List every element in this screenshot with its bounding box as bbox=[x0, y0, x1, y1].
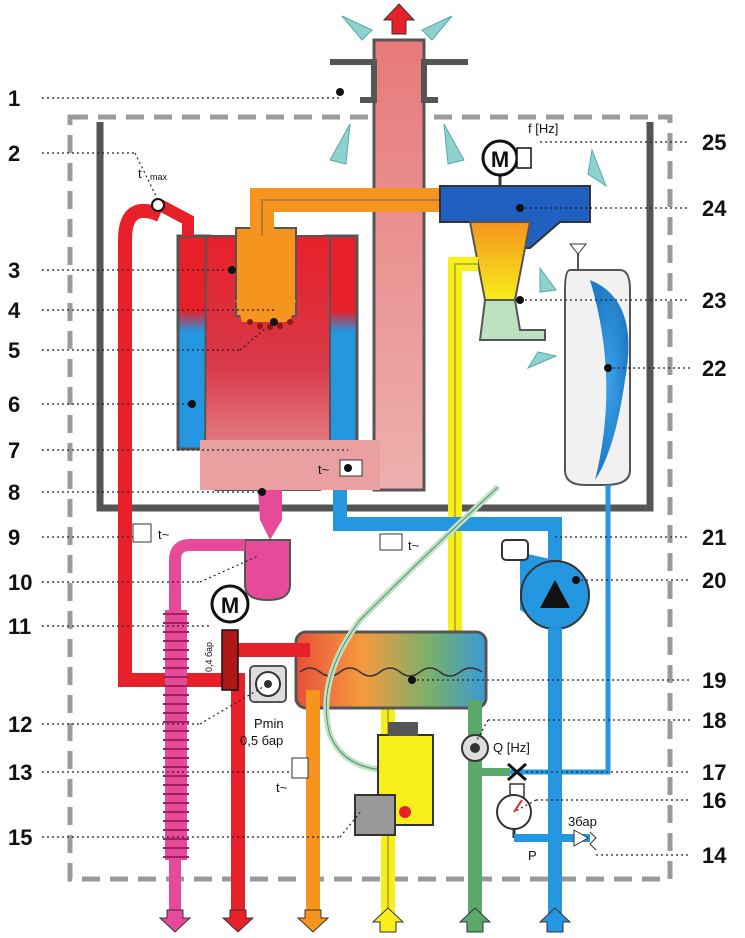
callout-2: 2 bbox=[8, 141, 20, 166]
temp-label-13: t~ bbox=[276, 780, 288, 795]
diverter-valve-motor: M 0,4 бар bbox=[204, 584, 250, 691]
pressure-04-label: 0,4 бар bbox=[204, 642, 214, 672]
callout-17: 17 bbox=[702, 760, 726, 785]
cold-in-arrow bbox=[458, 907, 492, 933]
callout-12: 12 bbox=[8, 712, 32, 737]
gas-in-arrow bbox=[371, 907, 405, 933]
callout-6: 6 bbox=[8, 392, 20, 417]
pressure-switch: Pmin 0,5 бар bbox=[240, 665, 287, 748]
safety-valve: 3бар bbox=[562, 814, 597, 851]
gas-valve bbox=[354, 722, 434, 836]
temp-sensor-21: t~ bbox=[379, 533, 420, 553]
primary-return-pipe bbox=[333, 490, 562, 580]
flow-sensor: Q [Hz] bbox=[461, 734, 530, 762]
temp-sensor-13: t~ bbox=[276, 757, 309, 795]
callout-8: 8 bbox=[8, 480, 20, 505]
condensate-out-arrow bbox=[158, 909, 192, 933]
diverter-motor-label: M bbox=[221, 593, 239, 618]
callout-20: 20 bbox=[702, 568, 726, 593]
hot-flow-pipe bbox=[118, 204, 245, 915]
bottom-flow-arrows bbox=[158, 3, 572, 933]
pmin-label: Pmin bbox=[254, 716, 284, 731]
pmin-value: 0,5 бар bbox=[240, 733, 283, 748]
callout-10: 10 bbox=[8, 570, 32, 595]
temp-label-21: t~ bbox=[408, 538, 420, 553]
callout-5: 5 bbox=[8, 338, 20, 363]
condensate-trap bbox=[169, 490, 291, 915]
callout-16: 16 bbox=[702, 788, 726, 813]
callout-22: 22 bbox=[702, 356, 726, 381]
temp-label-9: t~ bbox=[158, 527, 170, 542]
condensate-hose bbox=[163, 610, 189, 860]
callout-1: 1 bbox=[8, 86, 20, 111]
callout-23: 23 bbox=[702, 288, 726, 313]
callout-13: 13 bbox=[8, 760, 32, 785]
callout-19: 19 bbox=[702, 668, 726, 693]
temp-sensor-9: t~ bbox=[132, 523, 170, 543]
callout-18: 18 bbox=[702, 708, 726, 733]
callout-3: 3 bbox=[8, 258, 20, 283]
hot-flow-top bbox=[157, 199, 194, 236]
callout-21: 21 bbox=[702, 525, 726, 550]
air-flow-arrows bbox=[329, 15, 608, 370]
gauge-label: P bbox=[528, 848, 537, 863]
callout-7: 7 bbox=[8, 438, 20, 463]
callout-4: 4 bbox=[8, 298, 21, 323]
callout-11: 11 bbox=[8, 614, 31, 639]
fan-blower bbox=[439, 175, 591, 341]
casing-dashed-outline bbox=[67, 114, 673, 882]
sealed-chamber-wall bbox=[96, 122, 654, 512]
mixture-pipe bbox=[250, 188, 440, 236]
tmax-sub-label: max bbox=[150, 172, 168, 182]
dhw-out-arrow bbox=[296, 909, 330, 933]
callout-25: 25 bbox=[702, 130, 726, 155]
temp-sensor-7: t~ bbox=[318, 459, 363, 477]
temp-label-7: t~ bbox=[318, 462, 330, 477]
circulation-pump bbox=[500, 539, 590, 630]
flue-out-arrow bbox=[382, 3, 416, 35]
callout-9: 9 bbox=[8, 525, 20, 550]
tmax-sensor bbox=[151, 198, 165, 212]
fan-motor: M f [Hz] bbox=[481, 121, 558, 177]
expansion-vessel bbox=[564, 243, 631, 486]
tmax-label: t bbox=[138, 166, 142, 181]
callout-24: 24 bbox=[702, 196, 727, 221]
heating-out-arrow bbox=[221, 909, 255, 933]
right-callouts: 25 24 23 22 21 20 19 18 17 16 14 bbox=[408, 130, 727, 868]
callout-14: 14 bbox=[702, 843, 727, 868]
flow-sensor-label: Q [Hz] bbox=[493, 740, 530, 755]
return-in-arrow bbox=[538, 907, 572, 933]
fan-motor-label: M bbox=[491, 147, 509, 172]
left-callouts: 1 2 3 4 5 6 7 8 9 10 11 12 13 15 bbox=[8, 86, 363, 850]
callout-15: 15 bbox=[8, 825, 32, 850]
burner bbox=[235, 227, 297, 330]
flue-chimney bbox=[330, 38, 468, 492]
safety-valve-label: 3бар bbox=[568, 814, 597, 829]
fan-frequency-label: f [Hz] bbox=[528, 121, 558, 136]
